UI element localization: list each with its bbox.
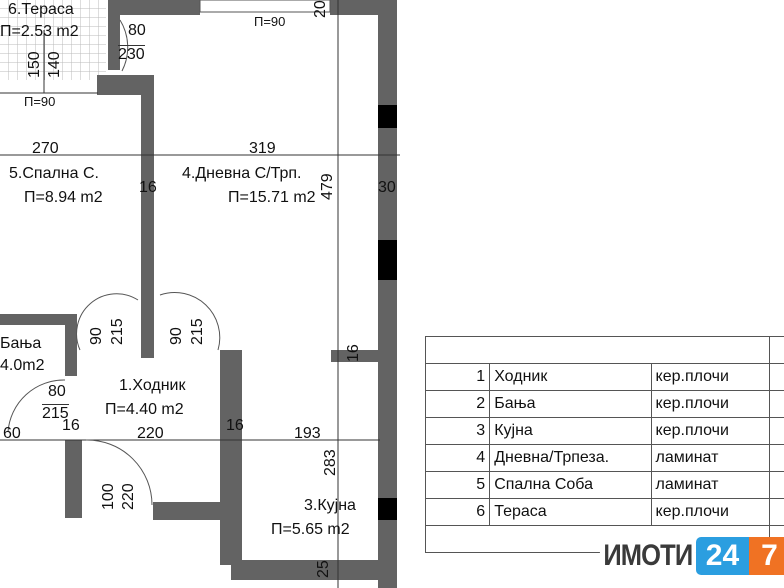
floor-material: кер.плочи	[650, 363, 771, 391]
door-4-height: 215	[42, 404, 69, 422]
bathroom-name: Бања	[0, 335, 42, 352]
walls	[0, 0, 397, 588]
floor-material: ламинат	[650, 444, 771, 472]
dim-16-b: 16	[62, 417, 80, 434]
door-3-width: 90	[168, 327, 185, 345]
dim-60: 60	[3, 425, 21, 442]
door-3-height: 215	[189, 318, 206, 345]
logo-7: 7	[749, 537, 784, 575]
row-number: 3	[424, 417, 491, 445]
dim-20: 20	[312, 0, 329, 18]
imoti247-logo: ИМОТИ 24 7	[583, 537, 784, 575]
room-name: Тераса	[489, 498, 652, 526]
dim-220: 220	[137, 425, 164, 442]
dim-25: 25	[315, 560, 332, 578]
dim-270: 270	[32, 140, 59, 157]
dim-16-d: 16	[345, 344, 362, 362]
row-number: 6	[424, 498, 491, 526]
living-area: П=15.71 m2	[228, 189, 316, 206]
door-2-width: 90	[88, 327, 105, 345]
dim-283: 283	[322, 449, 339, 476]
terrace-name: 6.Тераса	[8, 1, 74, 18]
dimension-lines	[0, 0, 400, 588]
row-number: 1	[424, 363, 491, 391]
door-1-width: 80	[128, 22, 146, 39]
door-2-height: 215	[109, 318, 126, 345]
room-name: Дневна/Трпеза.	[489, 444, 652, 472]
door-1-height: 230	[118, 45, 145, 63]
dim-150: 150	[26, 51, 43, 78]
floor-material: кер.плочи	[650, 417, 771, 445]
door-4-width: 80	[48, 383, 66, 400]
dim-16-c: 16	[226, 417, 244, 434]
row-number: 4	[424, 444, 491, 472]
windows	[378, 105, 397, 520]
logo-text: ИМОТИ	[599, 539, 696, 573]
hallway-name: 1.Ходник	[119, 377, 186, 394]
dim-30: 30	[378, 179, 396, 196]
floor-material: кер.плочи	[650, 390, 771, 418]
door-5-height: 220	[120, 483, 137, 510]
window-height-2: П=90	[24, 94, 56, 109]
living-name: 4.Дневна С/Трп.	[182, 165, 302, 182]
dim-479: 479	[319, 173, 336, 200]
kitchen-name: 3.Кујна	[304, 497, 356, 514]
dim-140: 140	[46, 51, 63, 78]
table-header-row	[424, 336, 784, 364]
floor-material: кер.плочи	[650, 498, 771, 526]
terrace-area: П=2.53 m2	[0, 23, 79, 40]
logo-24: 24	[695, 537, 750, 575]
room-name: Ходник	[489, 363, 652, 391]
dim-193: 193	[294, 425, 321, 442]
dim-319: 319	[249, 140, 276, 157]
room-name: Спална Соба	[489, 471, 652, 499]
hallway-area: П=4.40 m2	[105, 401, 184, 418]
kitchen-area: П=5.65 m2	[271, 521, 350, 538]
room-name: Кујна	[489, 417, 652, 445]
row-number: 2	[424, 390, 491, 418]
row-number: 5	[424, 471, 491, 499]
door-5-width: 100	[100, 483, 117, 510]
terrace-tiles	[0, 0, 106, 80]
floor-material: ламинат	[650, 471, 771, 499]
room-name: Бања	[489, 390, 652, 418]
dim-16: 16	[139, 179, 157, 196]
bedroom-area: П=8.94 m2	[24, 189, 103, 206]
window-height-1: П=90	[254, 14, 286, 29]
bathroom-area: 4.0m2	[0, 357, 45, 374]
bedroom-name: 5.Спална С.	[9, 165, 99, 182]
